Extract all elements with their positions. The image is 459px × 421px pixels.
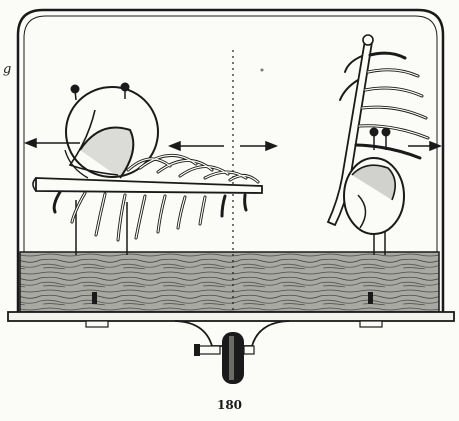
left-specimen: [33, 83, 262, 240]
figure-number: 180: [0, 398, 459, 412]
arrow-left-icon: [170, 142, 224, 150]
wooden-base: [20, 252, 439, 312]
right-foot: [360, 321, 382, 327]
left-spine: [36, 178, 262, 193]
arrow-right-icon: [408, 142, 440, 150]
left-foot: [86, 321, 108, 327]
adjusting-knob: [194, 332, 254, 384]
base-plate: [8, 312, 454, 321]
label-g: g: [3, 62, 11, 77]
right-specimen: [328, 35, 428, 234]
arrow-right-icon: [240, 142, 276, 150]
